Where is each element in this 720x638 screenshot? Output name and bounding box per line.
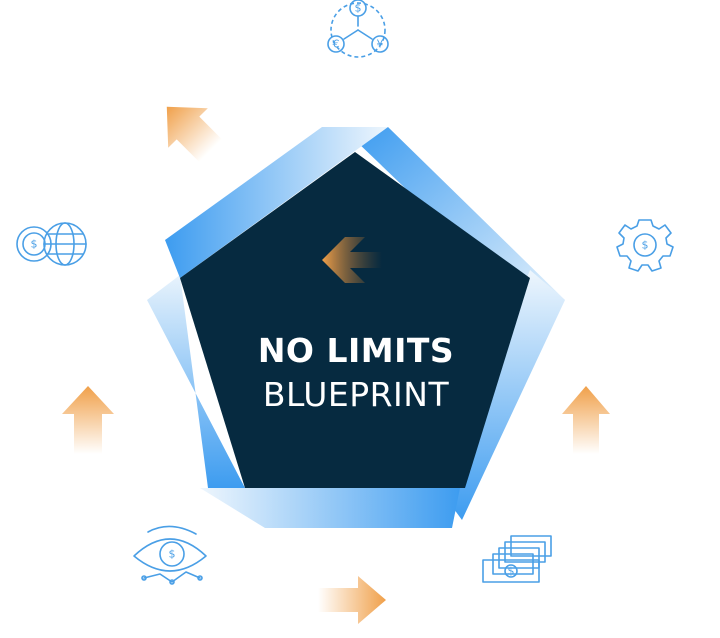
dollar-symbol: $ bbox=[355, 2, 362, 15]
frame-band-top-right bbox=[355, 127, 565, 308]
arrow-left-up bbox=[62, 386, 114, 454]
arrow-right-up bbox=[562, 386, 610, 454]
frame-band-left bbox=[147, 275, 245, 488]
euro-symbol: € bbox=[333, 38, 340, 51]
title-line-2: BLUEPRINT bbox=[263, 375, 450, 414]
dollar-globe-icon: $ bbox=[16, 222, 87, 266]
eye-dollar-icon: $ bbox=[133, 525, 207, 585]
cash-stack-icon: $ bbox=[482, 535, 552, 583]
frame-band-bottom bbox=[200, 488, 460, 528]
dollar-symbol: $ bbox=[642, 239, 649, 252]
inner-pentagon bbox=[180, 152, 530, 488]
currency-exchange-icon: $ € ¥ bbox=[327, 0, 389, 58]
dollar-symbol: $ bbox=[31, 238, 38, 251]
frame-band-top-left bbox=[165, 127, 388, 278]
dollar-symbol: $ bbox=[508, 565, 515, 578]
dollar-symbol: $ bbox=[169, 548, 176, 561]
yen-symbol: ¥ bbox=[377, 38, 384, 51]
arrow-upper-left bbox=[166, 106, 222, 162]
dollar-gear-icon: $ bbox=[616, 219, 674, 272]
inner-left-arrow bbox=[322, 237, 382, 283]
title-line-1: NO LIMITS bbox=[258, 331, 454, 370]
arrow-bottom-right bbox=[318, 576, 386, 624]
